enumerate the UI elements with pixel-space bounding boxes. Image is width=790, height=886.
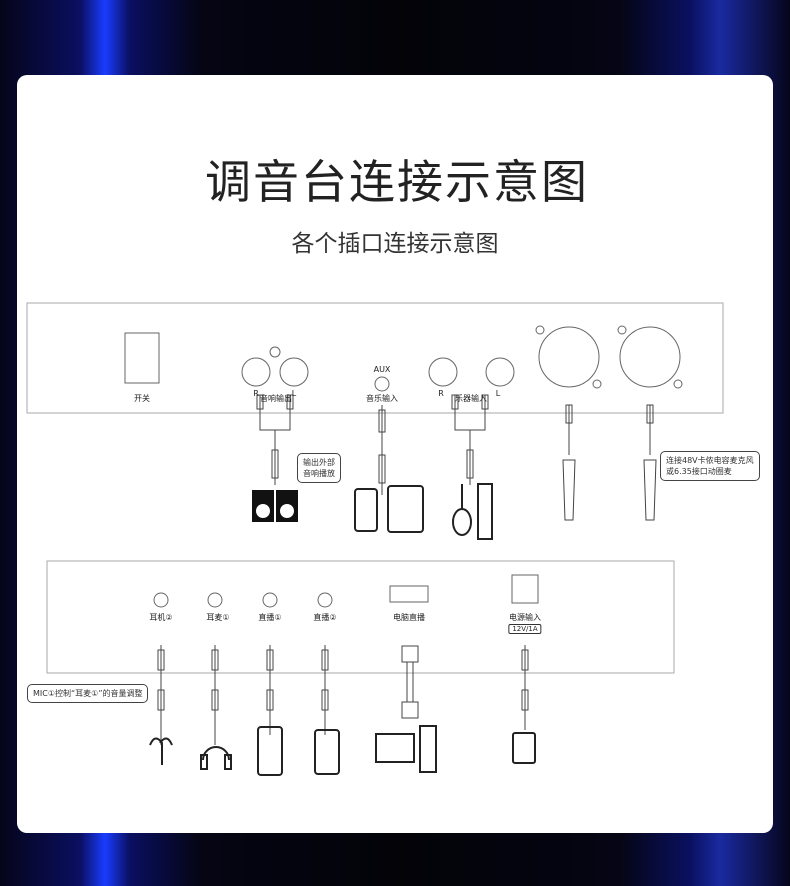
top-panel [26,302,724,414]
speaker-r-label: R [253,389,259,398]
speaker-out-l-jack [279,357,309,387]
phone-icon-2 [314,729,340,775]
power-switch [124,332,160,384]
instrument-l-label: L [495,389,501,398]
speaker-l-label: L [291,389,297,398]
speaker-note: 输出外部音响播放 [297,453,341,483]
diagram-card [17,75,773,833]
bottom-panel [46,560,675,674]
live1-label: 直播① [258,613,282,622]
computer-icon [375,733,415,763]
microphone-icon-2 [643,459,657,521]
instrument-r-label: R [438,389,444,398]
speaker-out-label: 音响输出 [260,394,292,403]
power-adapter-icon [512,732,536,764]
aux-label: AUX [373,365,391,374]
mic-volume-note: MIC①控制“耳麦①”的音量调整 [27,684,149,703]
page-title: 调音台连接示意图 [205,155,589,209]
pc-live-label: 电脑直播 [393,613,425,622]
switch-label: 开关 [134,394,150,403]
guitar-keyboard-icon [452,483,493,540]
aux-jack [374,376,390,392]
instrument-in-label: 乐器输入 [455,394,487,403]
microphone-icon-1 [562,459,576,521]
earbuds-icon [149,737,173,765]
power-in-label: 电源输入 [509,613,541,622]
page-subtitle: 各个插口连接示意图 [291,231,499,257]
mic-note: 连接48V卡侬电容麦克风或6.35接口动圈麦 [660,451,760,481]
instrument-l-jack [485,357,515,387]
headset1-label: 耳麦① [206,613,230,622]
phone-icon-1 [257,726,283,776]
music-in-label: 音乐输入 [366,394,398,403]
xlr-jack-1 [535,325,602,389]
power-spec-badge: 12V/1A [508,624,542,634]
headphone2-label: 耳机② [149,613,173,622]
instrument-r-jack [428,357,458,387]
speaker-out-r-jack [241,357,271,387]
speakers-icon [252,490,298,522]
xlr-jack-2 [617,325,683,389]
phone-tablet-icon [354,485,424,533]
live2-label: 直播② [313,613,337,622]
